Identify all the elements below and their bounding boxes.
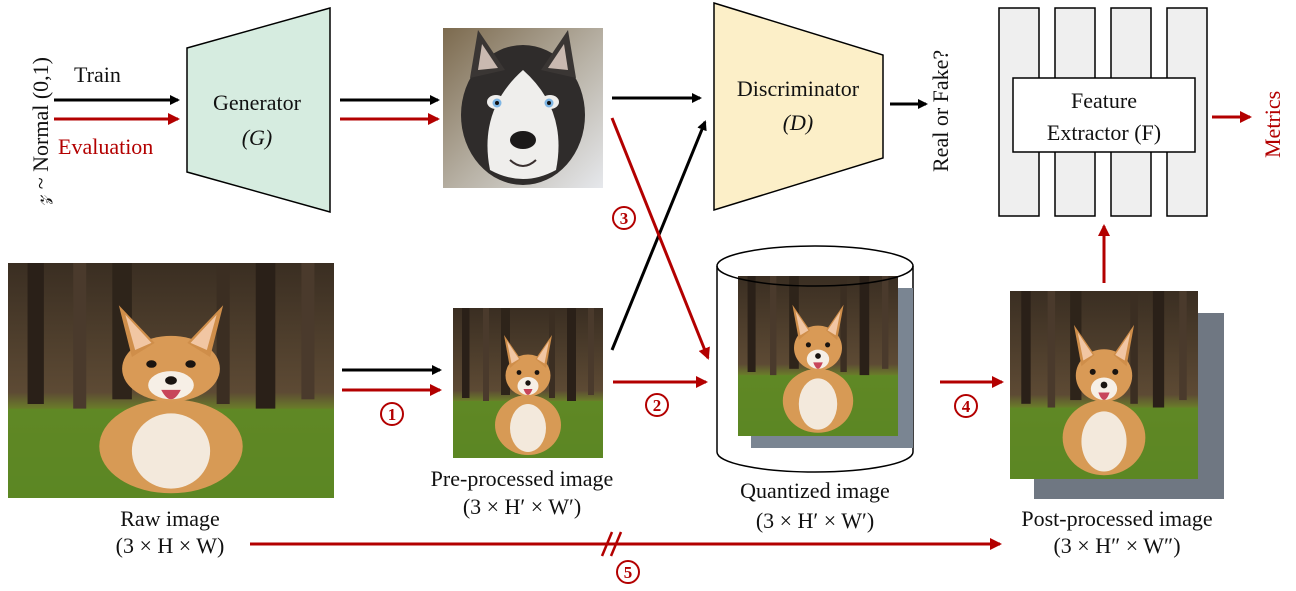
step-4-marker: [954, 394, 978, 418]
raw-image: [8, 263, 334, 498]
real-or-fake-label: Real or Fake?: [928, 50, 953, 172]
feature-extractor-line2: Extractor (F): [1047, 120, 1161, 145]
step-1-marker: [380, 402, 404, 426]
generator-title: Generator: [213, 90, 302, 115]
postprocessed-image-dims: (3 × H″ × W″): [1053, 533, 1180, 558]
eval-arrow-generated-to-quantized: [610, 117, 710, 360]
discriminator-title: Discriminator: [737, 76, 860, 101]
step-3-marker: [612, 206, 636, 230]
raw-image-label: Raw image: [120, 506, 220, 531]
preprocessed-image-dims: (3 × H′ × W′): [463, 494, 581, 519]
step-2-marker: [645, 393, 669, 417]
latent-label: 𝓏 ~ Normal (0,1): [28, 57, 53, 205]
preprocessed-image: [453, 308, 603, 458]
evaluation-label: Evaluation: [58, 134, 153, 159]
generator-symbol: (G): [242, 125, 273, 150]
quantized-image-label: Quantized image: [740, 478, 890, 503]
generated-image: [443, 28, 603, 188]
step-5-number: 5: [624, 563, 633, 582]
feature-extractor-line1: Feature: [1071, 88, 1137, 113]
train-label: Train: [74, 62, 121, 87]
preprocessed-image-label: Pre-processed image: [431, 466, 614, 491]
raw-image-dims: (3 × H × W): [116, 533, 225, 558]
break-mark-2: [609, 531, 623, 557]
metrics-label: Metrics: [1260, 91, 1285, 158]
step-1-number: 1: [388, 405, 397, 424]
step-4-number: 4: [962, 397, 971, 416]
quantized-image-storage: [716, 245, 914, 473]
break-mark-1: [600, 531, 614, 557]
discriminator-block: [713, 1, 884, 212]
step-5-marker: [616, 560, 640, 584]
postprocessed-image-label: Post-processed image: [1021, 506, 1212, 531]
postprocessed-image: [1010, 291, 1224, 499]
generator-block: [186, 7, 331, 213]
feature-extractor-block: [998, 7, 1208, 217]
step-2-number: 2: [653, 396, 662, 415]
quantized-image-dims: (3 × H′ × W′): [756, 508, 874, 533]
step-3-number: 3: [620, 209, 629, 228]
discriminator-symbol: (D): [783, 110, 814, 135]
